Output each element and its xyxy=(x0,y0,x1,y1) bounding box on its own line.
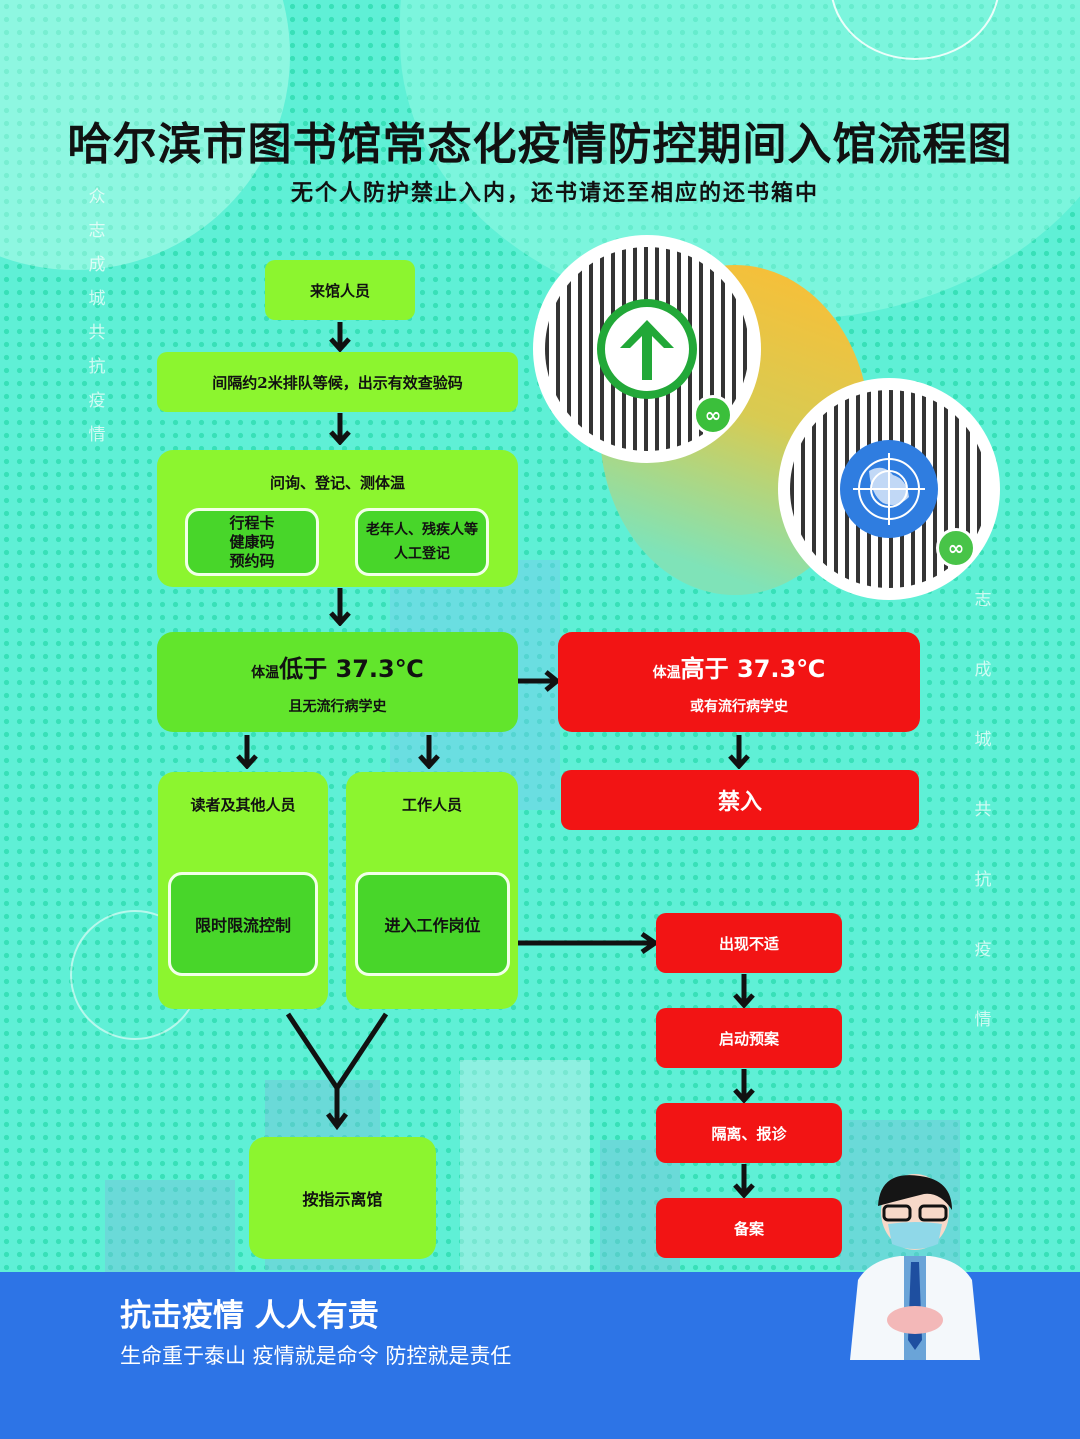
slogan-char: 共 xyxy=(88,323,106,343)
step-arrival: 来馆人员 xyxy=(265,260,415,320)
mini-program-icon: ∞ xyxy=(693,395,733,435)
mini-program-icon: ∞ xyxy=(936,528,976,568)
arrow-down-icon xyxy=(236,735,258,769)
slogan-char: 抗 xyxy=(88,357,106,377)
deny-entry-label: 禁入 xyxy=(717,790,762,815)
emergency-step-discomfort: 出现不适 xyxy=(656,913,842,973)
temp-normal-box: 体温低于 37.3℃ 且无流行病学史 xyxy=(157,632,518,732)
slogan-char: 共 xyxy=(974,800,992,820)
emergency-step-plan: 启动预案 xyxy=(656,1008,842,1068)
arrow-down-icon xyxy=(733,974,755,1008)
arrow-down-icon xyxy=(329,588,351,626)
up-arrow-icon xyxy=(597,299,697,399)
enter-post-label: 进入工作岗位 xyxy=(384,916,481,935)
arrow-down-icon xyxy=(728,735,750,769)
enter-post-box: 进入工作岗位 xyxy=(355,872,510,976)
slogan-char: 情 xyxy=(974,1010,992,1030)
step-queue-label: 间隔约2米排队等候，出示有效查验码 xyxy=(212,373,463,392)
flow-control-label: 限时限流控制 xyxy=(194,916,291,935)
step-queue: 间隔约2米排队等候，出示有效查验码 xyxy=(157,352,518,412)
manual-registration-label: 人工登记 xyxy=(394,546,450,562)
temp-abnormal-heading: 体温高于 37.3℃ xyxy=(653,649,826,684)
temp-normal-heading: 体温低于 37.3℃ xyxy=(251,649,424,684)
footer-subtitle: 生命重于泰山 疫情就是命令 防控就是责任 xyxy=(120,1344,512,1368)
slogan-char: 众 xyxy=(88,187,106,207)
leave-library-box: 按指示离馆 xyxy=(249,1137,436,1259)
merge-arrow-icon xyxy=(285,1012,389,1130)
arrow-down-icon xyxy=(733,1069,755,1103)
slogan-char: 疫 xyxy=(974,940,992,960)
arrow-right-icon xyxy=(518,931,658,955)
arrow-right-icon xyxy=(518,670,560,692)
readers-title: 读者及其他人员 xyxy=(190,796,296,814)
temp-prefix: 体温 xyxy=(251,664,280,681)
start-plan-label: 启动预案 xyxy=(718,1029,779,1048)
page-title: 哈尔滨市图书馆常态化疫情防控期间入馆流程图 xyxy=(67,119,1013,170)
page-subtitle: 无个人防护禁止入内，还书请还至相应的还书箱中 xyxy=(290,180,819,206)
radar-map-icon xyxy=(840,440,938,538)
arrow-down-icon xyxy=(418,735,440,769)
side-slogan-left: 众 志 成 城 共 抗 疫 情 xyxy=(82,180,112,452)
footer-title: 抗击疫情 人人有责 xyxy=(120,1298,379,1334)
reservation-code-label: 预约码 xyxy=(229,551,275,570)
slogan-char: 志 xyxy=(88,221,106,241)
bg-building xyxy=(105,1180,235,1280)
health-code-qr[interactable]: ∞ xyxy=(778,378,1000,600)
manual-registration-box: 老年人、残疾人等 人工登记 xyxy=(355,508,489,576)
arrow-down-icon xyxy=(733,1164,755,1198)
emergency-step-isolate: 隔离、报诊 xyxy=(656,1103,842,1163)
slogan-char: 城 xyxy=(974,730,992,750)
temp-prefix: 体温 xyxy=(652,664,681,681)
codes-box: 行程卡 健康码 预约码 xyxy=(185,508,319,576)
slogan-char: 抗 xyxy=(974,870,992,890)
slogan-char: 成 xyxy=(974,660,992,680)
temp-abnormal-box: 体温高于 37.3℃ 或有流行病学史 xyxy=(558,632,920,732)
deny-entry-box: 禁入 xyxy=(561,770,919,830)
temp-normal-value: 低于 37.3℃ xyxy=(279,654,424,683)
temp-normal-condition: 且无流行病学史 xyxy=(288,698,387,715)
bg-building xyxy=(460,1060,590,1275)
elderly-disabled-label: 老年人、残疾人等 xyxy=(366,522,478,538)
arrow-down-icon xyxy=(329,322,351,352)
record-label: 备案 xyxy=(733,1219,764,1238)
isolate-report-label: 隔离、报诊 xyxy=(711,1124,787,1143)
discomfort-label: 出现不适 xyxy=(718,934,779,953)
flow-control-box: 限时限流控制 xyxy=(168,872,318,976)
step-arrival-label: 来馆人员 xyxy=(309,281,370,300)
staff-title: 工作人员 xyxy=(401,796,462,814)
slogan-char: 志 xyxy=(974,590,992,610)
step-check-title: 问询、登记、测体温 xyxy=(269,474,405,492)
side-slogan-right: 志 成 城 共 抗 疫 情 xyxy=(968,565,998,1055)
travel-card-label: 行程卡 xyxy=(229,513,275,532)
temp-abnormal-value: 高于 37.3℃ xyxy=(680,654,826,683)
temp-abnormal-condition: 或有流行病学史 xyxy=(690,698,788,715)
arrow-down-icon xyxy=(329,413,351,445)
leave-library-label: 按指示离馆 xyxy=(302,1190,383,1209)
slogan-char: 城 xyxy=(88,289,106,309)
slogan-char: 成 xyxy=(88,255,106,275)
emergency-step-record: 备案 xyxy=(656,1198,842,1258)
doctor-illustration-icon xyxy=(850,1174,980,1360)
health-code-label: 健康码 xyxy=(229,532,275,551)
travel-code-qr[interactable]: ∞ xyxy=(533,235,761,463)
slogan-char: 疫 xyxy=(88,391,106,411)
slogan-char: 情 xyxy=(88,425,106,445)
